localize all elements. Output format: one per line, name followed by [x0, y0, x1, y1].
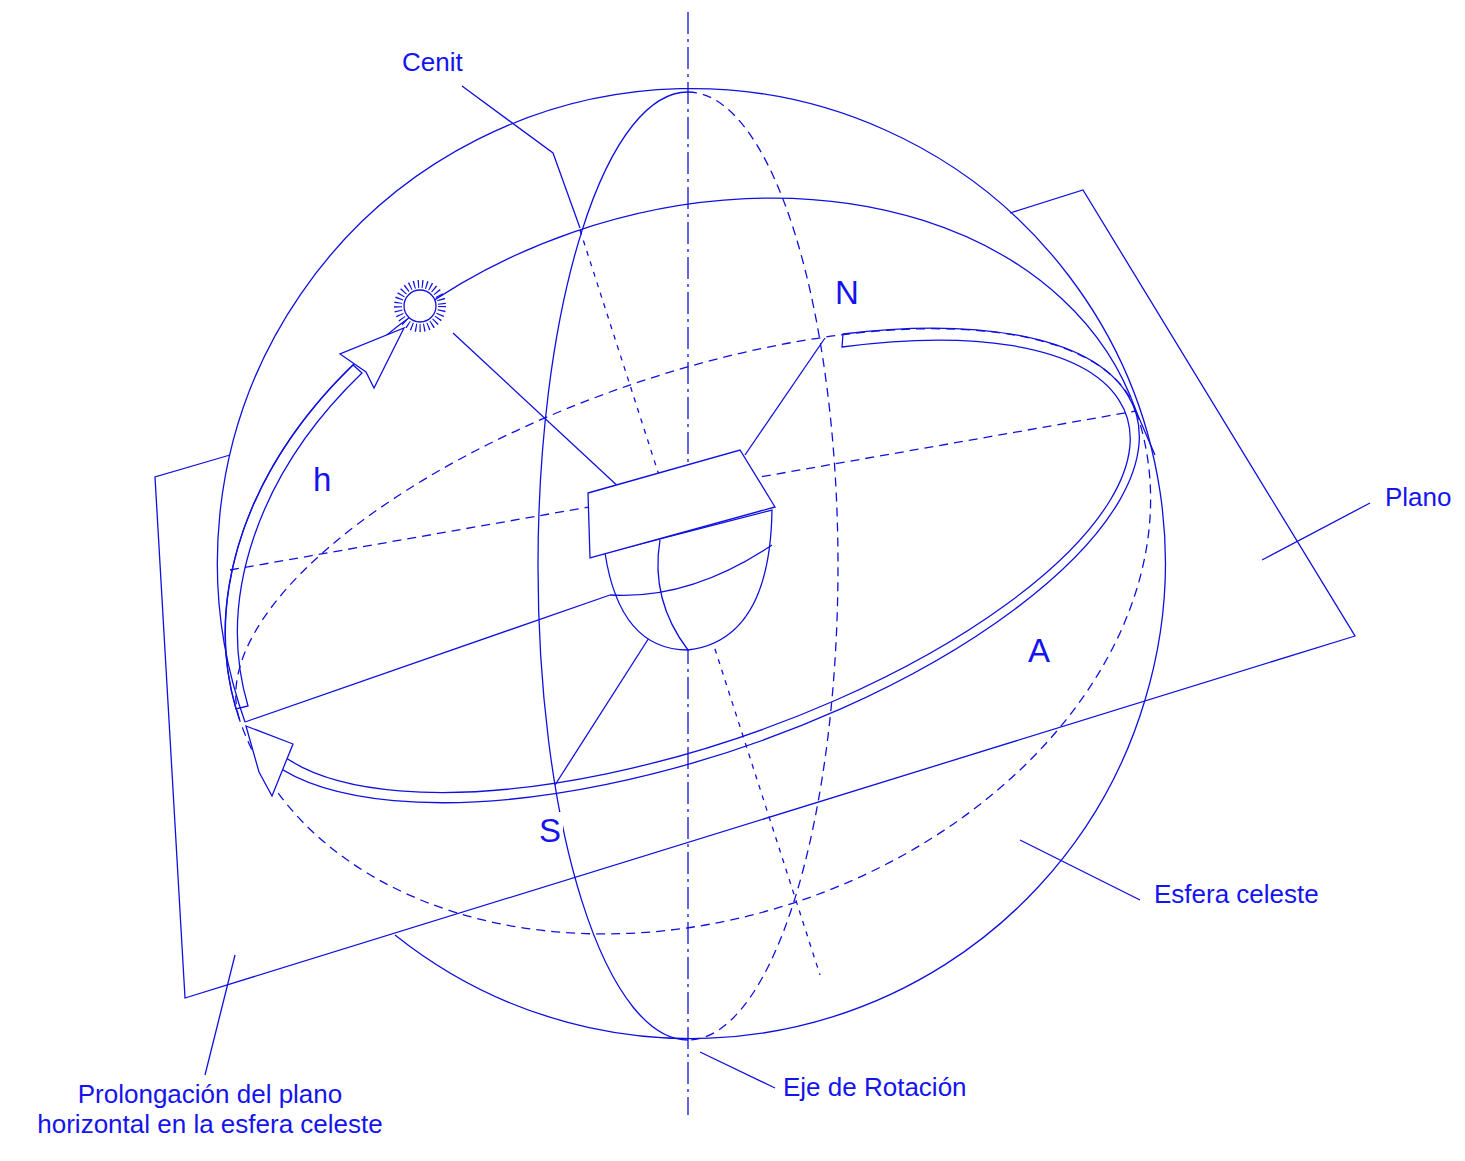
- observer-symbol: [588, 450, 775, 650]
- sphere-outline: [217, 89, 1165, 722]
- sun-ray-line: [453, 333, 622, 490]
- horizon-line: [245, 595, 610, 722]
- construction-line: [745, 338, 825, 455]
- leader-line: [205, 955, 235, 1075]
- horizon-hidden: [236, 329, 1136, 721]
- leader-line: [700, 1052, 775, 1088]
- vertical-circle-hidden: [240, 411, 1151, 934]
- north-label: N: [833, 274, 861, 312]
- altitude-label: h: [311, 461, 333, 499]
- south-label: S: [537, 812, 563, 850]
- horizontal-plane: [155, 190, 1355, 998]
- azimuth-label: A: [1026, 632, 1052, 670]
- zenith-label: Cenit: [400, 48, 465, 78]
- leader-line: [462, 86, 580, 228]
- sphere-outline: [395, 700, 1145, 1039]
- axis-label: Eje de Rotación: [781, 1073, 969, 1103]
- azimuth-arrow: [246, 328, 1139, 803]
- altitude-arrow: [225, 328, 404, 709]
- plane-extension-label: Prolongación del plano horizontal en la …: [28, 1080, 392, 1140]
- leader-line: [1020, 840, 1140, 900]
- plane-label: Plano: [1383, 483, 1454, 513]
- vertical-circle: [225, 198, 1136, 721]
- zenith-line: [580, 230, 820, 975]
- sun-symbol: [398, 284, 442, 328]
- sphere-label: Esfera celeste: [1152, 880, 1321, 910]
- leader-line: [1262, 503, 1370, 560]
